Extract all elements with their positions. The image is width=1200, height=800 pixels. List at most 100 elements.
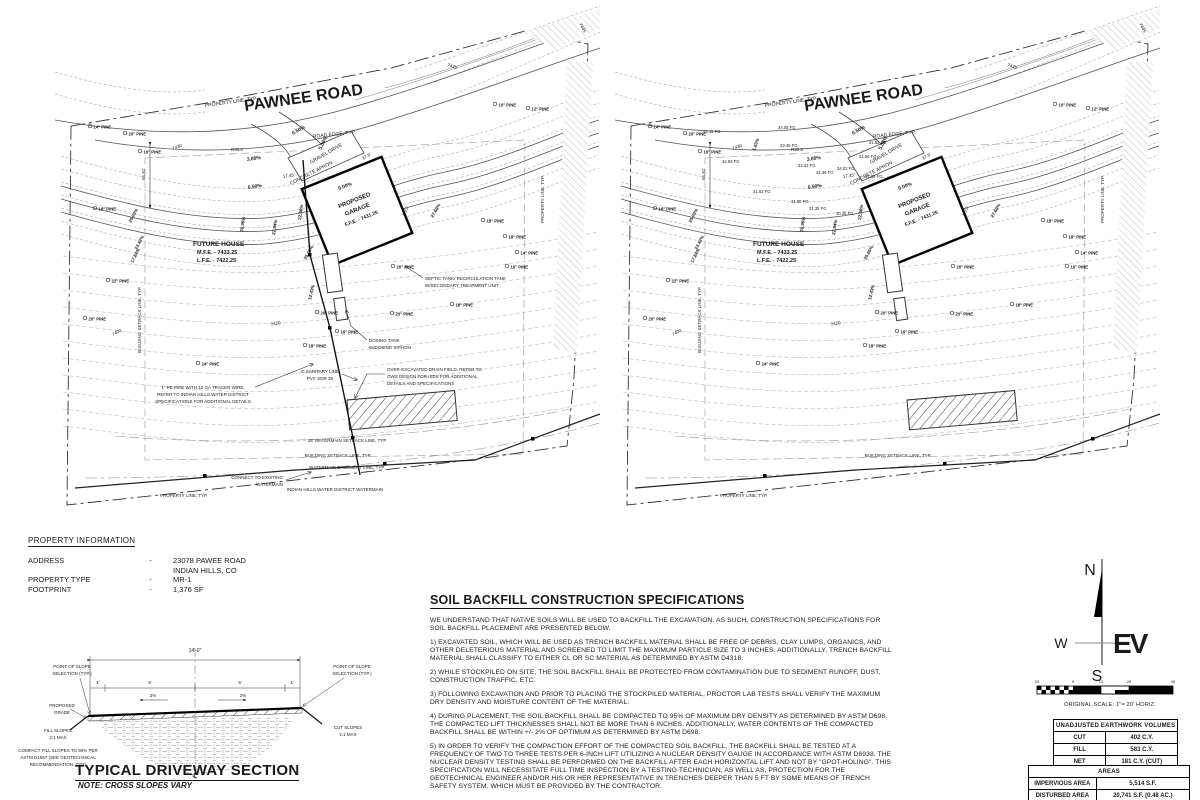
pine-tree-label: 16" PINE: [511, 265, 529, 270]
plan-label: RECOMMENDATION, TYP.): [30, 762, 87, 767]
plan-label: 17.84%: [689, 248, 701, 264]
table-row-label: CUT: [1052, 731, 1107, 744]
plan-label: 34.02 FG: [837, 166, 854, 171]
property-info-label: FOOTPRINT: [28, 584, 72, 594]
property-info-label: ADDRESS: [28, 556, 65, 565]
pine-tree-marker: [302, 342, 308, 348]
driveway-section-drawing: 14'-0"1'6'6'1'2%2%POINT OF SLOPESELECTIO…: [18, 648, 372, 780]
pine-tree-label: 18" PINE: [509, 235, 527, 240]
plan-label: PROPERTY LINE, TYP.: [540, 175, 545, 223]
scale-checker-cell: [1037, 686, 1042, 690]
plan-label: 2:1 MAX: [49, 735, 66, 740]
property-info-value: 1,376 SF: [173, 584, 204, 594]
plan-label: 31.39 FG: [816, 170, 833, 175]
pine-tree-label: 18" PINE: [869, 344, 887, 349]
pine-tree-label: 12" PINE: [1092, 107, 1110, 112]
spec-paragraph: 4) DURING PLACEMENT, THE SOIL BACKFILL S…: [430, 712, 888, 736]
pine-tree-label: 20" PINE: [881, 311, 899, 316]
sanitary-node: [351, 436, 355, 440]
plan-label: 0.50%: [807, 183, 822, 191]
pine-tree-marker: [647, 123, 653, 129]
plan-label: 0.00%: [338, 181, 354, 192]
plan-label: 31.63 FG: [753, 189, 770, 194]
plan-label: OWS DESIGN FOR ISDS FOR ADDITIONAL: [387, 374, 478, 379]
scale-checker-cell: [1068, 690, 1073, 694]
plan-label: M.F.E. - 7433.25: [197, 250, 237, 256]
plan-label: PAWNEE ROAD: [803, 81, 924, 114]
spec-paragraph: 5) IN ORDER TO VERIFY THE COMPACTION EFF…: [430, 742, 892, 791]
plan-label: 65.91': [141, 168, 146, 180]
plan-label: 22.66%: [297, 204, 304, 220]
plan-label: DOSING TANK: [369, 338, 400, 343]
plan-label: 0.50%: [291, 124, 307, 137]
pine-tree-marker: [314, 309, 320, 315]
spec-paragraph: 3) FOLLOWING EXCAVATION AND PRIOR TO PLA…: [430, 690, 881, 706]
scale-checker-cell: [1041, 690, 1046, 694]
plan-label: 12.43%: [867, 284, 876, 300]
pine-tree-label: 10" PINE: [1059, 103, 1077, 108]
property-info-value: 23078 PAWEE ROAD: [173, 556, 246, 565]
plan-label: BUILDING SETBACK LINE, TYP.: [305, 453, 372, 458]
pine-tree-marker: [1085, 105, 1091, 111]
pine-tree-marker: [449, 301, 455, 307]
compass-s: S: [1092, 668, 1103, 685]
plan-label: CONNECT TO EXISTING: [231, 475, 283, 480]
sanitary-node: [308, 253, 312, 257]
plan-label: BUILDING SETBACK LINE, TYP.: [137, 286, 142, 353]
ev-logo: EV: [1113, 628, 1149, 659]
plan-label: 30.05%: [799, 216, 806, 232]
pine-tree-marker: [682, 130, 688, 136]
plan-label: 2:1 MAX: [339, 732, 356, 737]
plan-label: SEPTIC TANK/ RECIRCULATION TANK: [425, 276, 506, 281]
pine-tree-label: 20" PINE: [396, 312, 414, 317]
pine-tree-label: 12" PINE: [532, 107, 550, 112]
specs-title: SOIL BACKFILL CONSTRUCTION SPECIFICATION…: [430, 593, 745, 609]
pine-tree-marker: [525, 105, 531, 111]
existing-ground: [88, 716, 295, 774]
plan-label: 14'-0": [189, 648, 202, 654]
plan-label: 17.84%: [129, 248, 141, 264]
plan-label: 7445: [1138, 22, 1147, 34]
plan-label: PAWNEE ROAD: [243, 81, 364, 114]
plan-label: 27.60%: [990, 203, 1002, 219]
scale-tick-label: 20: [1035, 679, 1040, 684]
plan-label: 17.45': [282, 172, 295, 179]
plan-label: PROPOSED: [49, 703, 75, 708]
scale-tick-label: 0: [1072, 679, 1075, 684]
plan-label: L.F.E. - 7422.25: [757, 258, 796, 264]
specs-block: SOIL BACKFILL CONSTRUCTION SPECIFICATION…: [430, 591, 892, 797]
table-row-label: IMPERVIOUS AREA: [1028, 777, 1097, 790]
plan-label: 12.43%: [307, 284, 316, 300]
plan-label: 32.15 FG: [703, 129, 720, 134]
plan-label: GRADE: [54, 710, 70, 715]
site-plan-left-extras: [254, 159, 424, 481]
plan-label: WATERMAIN EASEMENT LINE, TYP.: [309, 465, 385, 470]
table-row-value: 583 C.Y.: [1105, 743, 1179, 756]
scale-checker-cell: [1050, 690, 1055, 694]
pine-tree-label: 24" PINE: [762, 362, 780, 367]
pine-tree-label: 18" PINE: [487, 219, 505, 224]
pine-tree-label: 24" PINE: [202, 362, 220, 367]
plan-label: ℄: [192, 773, 198, 780]
pine-tree-marker: [1062, 233, 1068, 239]
north-arrow-blade: [1094, 569, 1102, 617]
table-row-label: DISTURBED AREA: [1028, 789, 1097, 800]
pine-tree-label: 18" PINE: [309, 344, 327, 349]
table-title: AREAS: [1028, 765, 1190, 778]
pine-tree-label: 20" PINE: [956, 312, 974, 317]
property-info-row: PROPERTY TYPE-MR-1: [28, 575, 246, 585]
driveway-section-title: TYPICAL DRIVEWAY SECTION: [75, 762, 300, 781]
table-row-value: 402 C.Y.: [1105, 731, 1179, 744]
plan-label: 25.00%: [127, 208, 139, 224]
plan-label: 1': [290, 680, 294, 685]
pine-tree-label: 20" PINE: [321, 311, 339, 316]
pine-tree-label: 20" PINE: [397, 265, 415, 270]
fill-slope-line: [69, 715, 89, 731]
